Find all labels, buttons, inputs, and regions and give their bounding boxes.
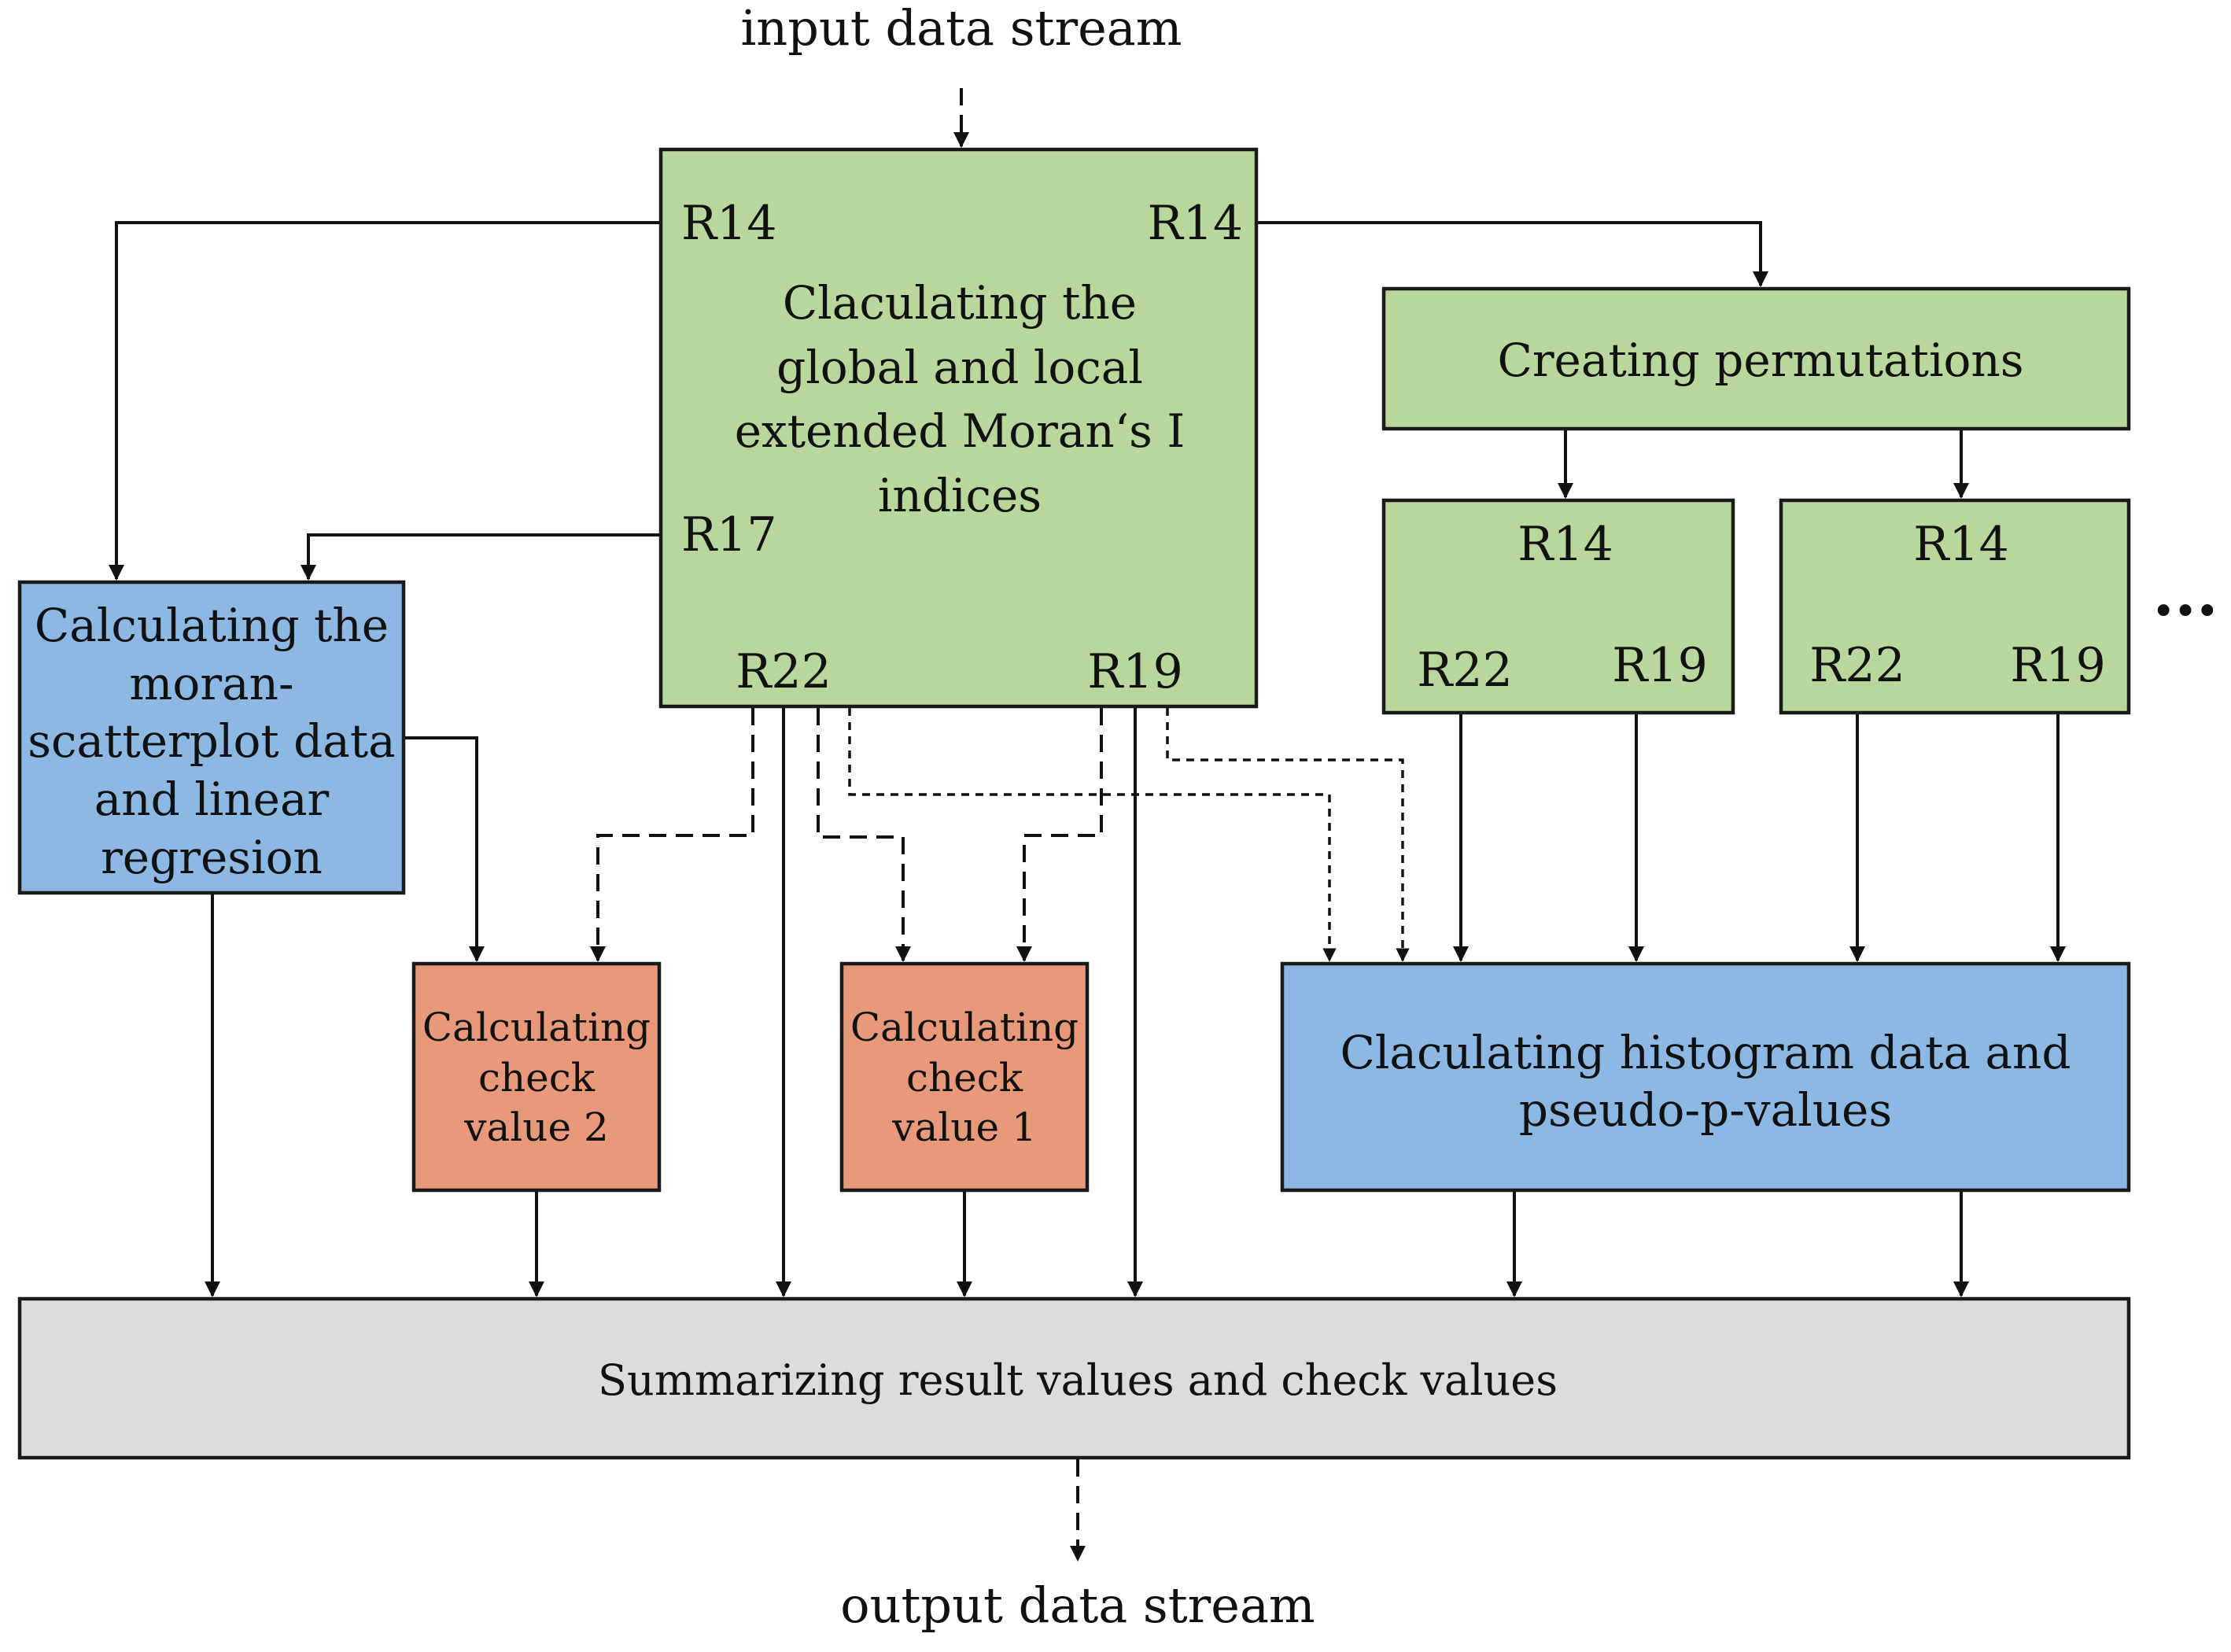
summary-box	[17, 1296, 2131, 1460]
summary-label: Summarizing result values and check valu…	[598, 1355, 1558, 1405]
r22-to-check1-arrow	[817, 708, 911, 962]
histogram-box	[1280, 961, 2131, 1193]
histogram-line-1: Claculating histogram data and	[1340, 1026, 2071, 1079]
copy1-port-r22: R22	[1417, 643, 1513, 698]
main-box-title-line-4: indices	[878, 469, 1042, 522]
r19-to-histogram-arrow	[1166, 708, 1410, 962]
main-moran-box	[658, 147, 1259, 709]
histogram-line-2: pseudo-p-values	[1519, 1083, 1892, 1137]
check1-line-1: Calculating	[850, 1005, 1079, 1050]
main-port-r17: R17	[681, 507, 777, 562]
main-box-title-line-1: Claculating the	[783, 276, 1137, 330]
output-stream-label: output data stream	[840, 1576, 1315, 1634]
permutations-box	[1381, 286, 2131, 431]
permutations-label: Creating permutations	[1497, 334, 2023, 387]
copy2-port-r22: R22	[1809, 638, 1905, 693]
copy1-port-r14: R14	[1517, 517, 1613, 572]
check1-line-3: value 1	[891, 1104, 1037, 1150]
moran-scatterplot-box	[17, 580, 406, 895]
r22-to-check2-arrow	[590, 708, 754, 962]
moran-box-line-2: moran-	[129, 657, 293, 710]
copy2-port-r14: R14	[1913, 517, 2009, 572]
check-value-2-box	[411, 961, 662, 1193]
permutation-copy-box-1	[1381, 498, 1735, 715]
more-permutations-ellipsis: ...	[2152, 556, 2218, 630]
main-box-title-line-3: extended Moran‘s I	[735, 404, 1186, 458]
r22-to-histogram-arrow	[848, 708, 1337, 962]
main-box-title-line-2: global and local	[776, 341, 1143, 394]
main-port-r19: R19	[1087, 644, 1183, 699]
check2-line-3: value 2	[463, 1104, 609, 1150]
main-port-r14-right: R14	[1147, 196, 1243, 251]
moran-box-line-1: Calculating the	[35, 599, 389, 652]
r17-to-moran-arrow	[301, 533, 659, 581]
r14-to-permutations-arrow	[1258, 221, 1768, 287]
check2-line-1: Calculating	[422, 1005, 651, 1050]
check2-line-2: check	[478, 1055, 596, 1101]
check1-line-2: check	[906, 1055, 1023, 1101]
moran-box-line-5: regresion	[101, 831, 323, 884]
input-stream-label: input data stream	[740, 0, 1182, 57]
r19-to-check1-arrow	[1016, 708, 1103, 962]
moran-box-line-4: and linear	[94, 773, 330, 826]
main-port-r22: R22	[736, 644, 832, 699]
moran-to-check2-arrow	[405, 736, 485, 962]
main-port-r14-left: R14	[681, 196, 777, 251]
check-value-1-box	[839, 961, 1090, 1193]
moran-box-line-3: scatterplot data	[28, 714, 395, 768]
r14-to-moran-arrow	[109, 221, 659, 581]
permutation-copy-box-2	[1779, 498, 2131, 715]
copy1-port-r19: R19	[1612, 638, 1708, 693]
copy2-port-r19: R19	[2010, 638, 2106, 693]
